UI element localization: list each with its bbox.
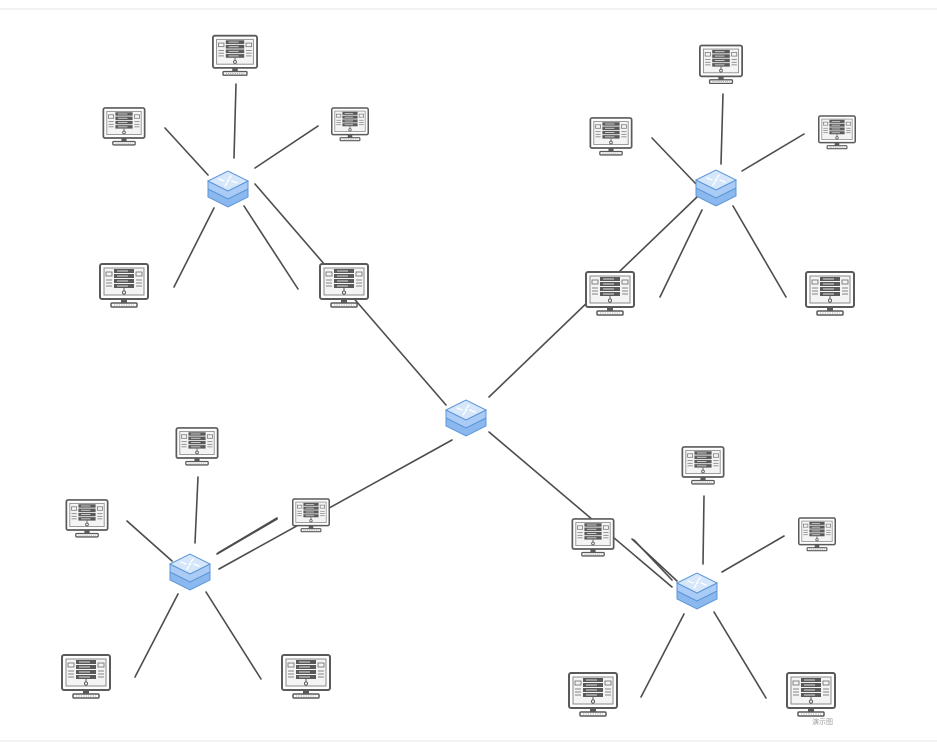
link-sw-se-se-top — [702, 495, 705, 565]
connection-lines — [126, 83, 805, 699]
link-sw-se-se-right — [721, 535, 785, 573]
computer-monitor-icon — [568, 672, 618, 717]
computer-monitor-icon — [102, 107, 146, 146]
link-parallel-2 — [633, 539, 673, 581]
link-sw-sw-sw-top — [194, 476, 199, 544]
computer-monitor-icon — [571, 518, 615, 557]
computer-monitor-icon — [805, 271, 855, 316]
link-sw-ne-ne-bottom-right — [732, 205, 787, 298]
computer-monitor-icon — [319, 263, 369, 308]
link-sw-sw-sw-left — [126, 520, 173, 562]
link-core-sw-sw — [218, 439, 453, 570]
computer-monitor-icon — [798, 517, 836, 552]
network-switch-icon — [445, 399, 487, 437]
computer-monitor-icon — [589, 117, 633, 156]
computer-monitor-icon — [61, 654, 111, 699]
link-sw-nw-nw-bottom-left — [173, 207, 215, 288]
network-nodes — [61, 34, 856, 717]
link-sw-nw-nw-top — [233, 83, 237, 159]
computer-monitor-icon — [65, 499, 109, 538]
network-switch-icon — [695, 169, 737, 207]
link-sw-se-se-bottom-left — [640, 613, 685, 698]
link-sw-sw-sw-bottom-right — [205, 591, 262, 680]
link-sw-ne-ne-right — [741, 133, 805, 172]
link-parallel-1 — [217, 517, 278, 554]
computer-monitor-icon — [585, 271, 635, 316]
computer-monitor-icon — [292, 498, 330, 533]
computer-monitor-icon — [818, 115, 856, 150]
link-sw-ne-ne-bottom-left — [659, 209, 703, 298]
computer-monitor-icon — [175, 427, 219, 466]
link-sw-nw-nw-bottom-right — [243, 205, 299, 290]
network-switch-icon — [169, 553, 211, 591]
network-switch-icon — [676, 572, 718, 610]
link-sw-sw-sw-bottom-left — [134, 593, 179, 678]
link-sw-se-se-bottom-right — [713, 611, 767, 699]
link-sw-nw-nw-right — [254, 125, 319, 169]
computer-monitor-icon — [281, 654, 331, 699]
computer-monitor-icon — [786, 672, 836, 717]
link-sw-ne-ne-top — [720, 93, 724, 165]
link-sw-ne-ne-left — [651, 137, 697, 185]
computer-monitor-icon — [699, 44, 743, 85]
link-core-sw-se — [488, 431, 673, 588]
computer-monitor-icon — [331, 107, 369, 142]
computer-monitor-icon — [99, 263, 149, 308]
watermark-text: 演示图 — [812, 717, 833, 726]
computer-monitor-icon — [681, 446, 725, 485]
link-sw-nw-nw-left — [164, 127, 209, 176]
network-switch-icon — [207, 170, 249, 208]
computer-monitor-icon — [211, 34, 258, 77]
